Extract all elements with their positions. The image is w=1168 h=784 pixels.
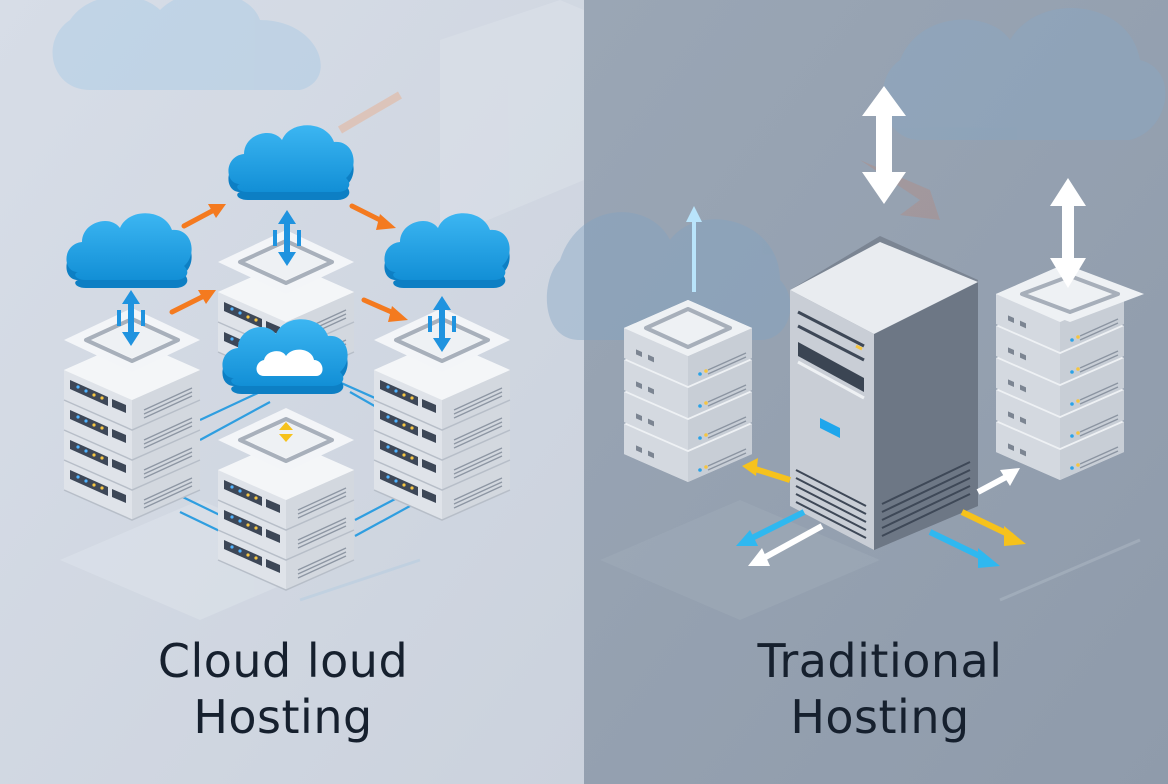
flow-arrows [169, 203, 408, 322]
bidirectional-arrow-icon [862, 86, 906, 204]
cloud-hosting-diagram [62, 125, 512, 591]
bidirectional-arrow-icon [1050, 178, 1086, 288]
traditional-hosting-title: Traditional Hosting [680, 633, 1080, 745]
tower-display [820, 418, 840, 438]
cloud-hosting-title: Cloud loud Hosting [83, 633, 483, 745]
network-arrows [736, 458, 1026, 568]
server-stack-left [623, 299, 753, 483]
server-stack-right [995, 265, 1144, 481]
title-line-1: Cloud loud [157, 634, 409, 688]
tower-vents [795, 461, 971, 539]
title-line-1: Traditional [757, 634, 1003, 688]
title-line-2: Hosting [790, 690, 970, 744]
traditional-hosting-diagram [623, 86, 1144, 568]
upload-arrow-icon [686, 206, 702, 292]
status-led-icon [855, 344, 863, 351]
title-line-2: Hosting [193, 690, 373, 744]
cloud-icon-center [222, 319, 348, 394]
tower-server [790, 236, 978, 550]
sync-icon [279, 422, 293, 442]
